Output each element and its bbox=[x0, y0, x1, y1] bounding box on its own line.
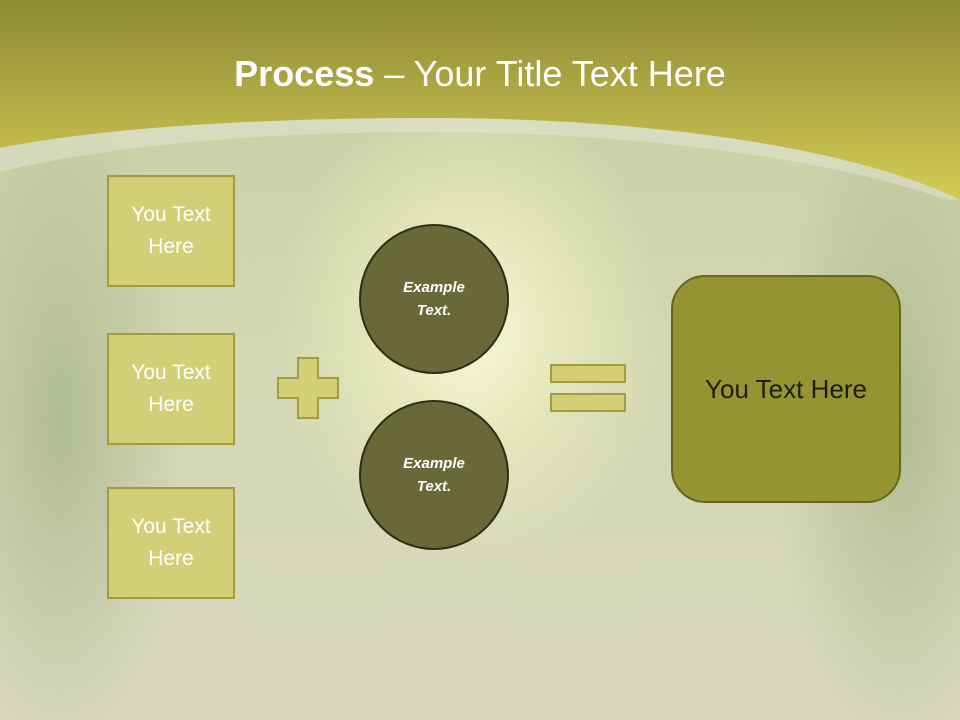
input-box-3: You Text Here bbox=[107, 487, 235, 599]
header-band bbox=[0, 0, 960, 200]
equals-bar-bottom bbox=[550, 393, 626, 412]
input-box-2: You Text Here bbox=[107, 333, 235, 445]
title-bold: Process bbox=[234, 53, 375, 94]
example-circle-2: Example Text. bbox=[359, 400, 509, 550]
title-rest: – Your Title Text Here bbox=[374, 53, 726, 94]
input-box-1: You Text Here bbox=[107, 175, 235, 287]
result-box: You Text Here bbox=[671, 275, 901, 503]
equals-bar-top bbox=[550, 364, 626, 383]
slide-title: Process – Your Title Text Here bbox=[0, 52, 960, 96]
example-circle-1: Example Text. bbox=[359, 224, 509, 374]
plus-icon bbox=[277, 357, 339, 419]
